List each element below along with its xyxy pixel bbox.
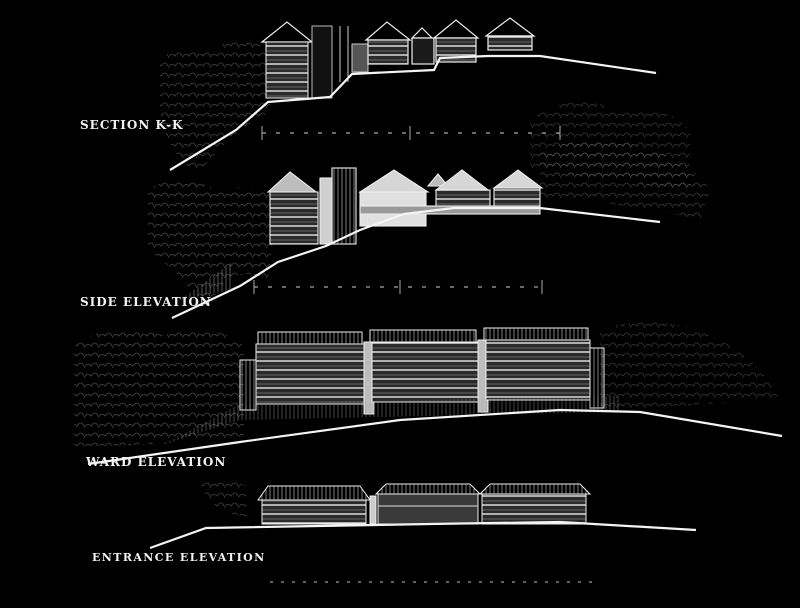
entrance-elevation-ground [149,520,697,550]
section-kk-label: SECTION K-K [80,118,184,132]
side-elevation-foliage-right [540,140,710,220]
section-kk-foliage [160,39,270,172]
side-elevation-drawing [148,140,710,319]
ward-elevation-drawing [74,322,783,466]
entrance-elevation-foliage [200,480,246,516]
ward-elevation-label: WARD ELEVATION [86,455,227,469]
entrance-elevation-drawing [149,480,697,583]
ward-elevation-ground [87,408,783,466]
section-kk-pavilions [364,17,536,65]
section-kk-tower [260,21,369,99]
side-elevation-building [266,167,544,245]
entrance-elevation-building [257,483,592,525]
side-elevation-label: SIDE ELEVATION [80,295,212,309]
side-elevation-ground [171,206,661,319]
entrance-elevation-label: ENTRANCE ELEVATION [92,551,266,564]
section-kk-ground [169,54,657,171]
side-elevation-foliage [148,180,278,310]
ward-elevation-building [239,327,605,415]
ward-elevation-foliage [74,328,244,446]
ward-elevation-foliage-right [600,322,780,410]
